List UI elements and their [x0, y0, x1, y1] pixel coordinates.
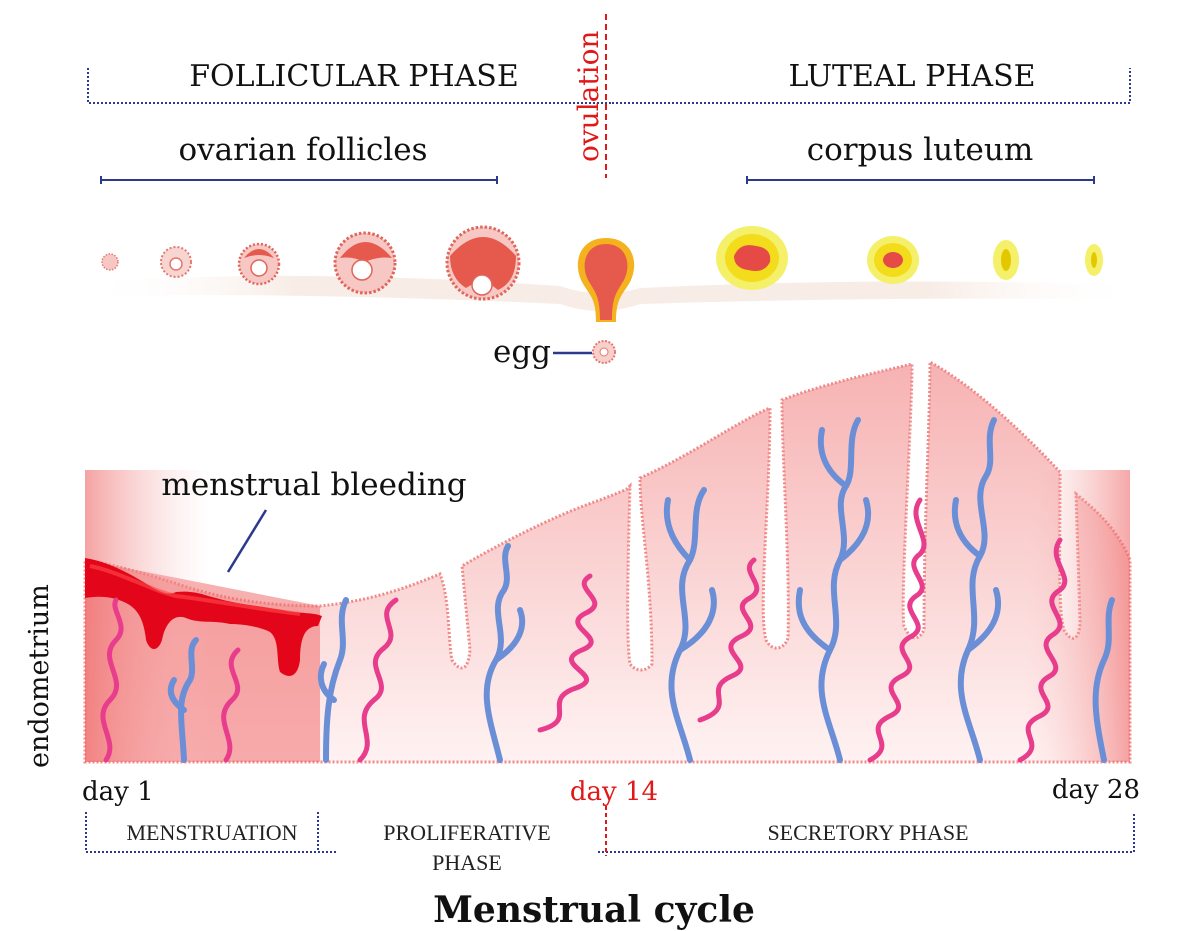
follicle-1 [101, 253, 119, 271]
ovarian-follicles-label: ovarian follicles [178, 132, 427, 168]
proliferative-label-line-1: PROLIFERATIVE [383, 820, 550, 845]
corpus-luteum-1 [716, 226, 788, 290]
corpus-luteum-2 [867, 236, 919, 284]
day-14-label: day 14 [570, 777, 658, 807]
menstrual-bleeding-pointer [226, 509, 268, 573]
ovarian-follicles-bracket [100, 176, 498, 184]
luteal-phase-bracket [612, 68, 1131, 104]
proliferative-label-line-2: PHASE [432, 850, 502, 875]
egg-label: egg [493, 334, 551, 370]
follicle-2 [160, 246, 192, 278]
luteal-phase-label: LUTEAL PHASE [788, 59, 1035, 94]
follicle-4 [333, 231, 397, 295]
follicular-phase-bracket [87, 68, 612, 104]
menstrual-blood-layer [85, 558, 322, 676]
follicle-3 [237, 242, 281, 286]
menstruation-bracket [85, 812, 336, 853]
menstruation-label: MENSTRUATION [126, 820, 297, 845]
menstrual-blood-highlight [89, 564, 301, 616]
egg-cell [592, 340, 616, 364]
corpus-luteum-label: corpus luteum [807, 132, 1033, 168]
menstrual-bleeding-label: menstrual bleeding [161, 467, 466, 503]
day-1-label: day 1 [82, 777, 154, 807]
secretory-bracket [598, 812, 1135, 853]
corpus-luteum-3 [993, 240, 1019, 280]
spiral-arteries [100, 497, 1068, 763]
endometrium-label: endometrium [24, 584, 55, 768]
follicular-phase-label: FOLLICULAR PHASE [189, 59, 519, 94]
day-28-label: day 28 [1052, 775, 1140, 805]
diagram-title: Menstrual cycle [433, 889, 755, 931]
secretory-phase-label: SECRETORY PHASE [767, 820, 968, 845]
follicle-5 [445, 225, 521, 301]
endometrial-veins [167, 417, 1115, 763]
corpus-luteum-bracket [746, 176, 1095, 184]
ovulating-follicle [577, 238, 635, 322]
ovulation-label: ovulation [572, 31, 605, 162]
corpus-luteum-4 [1085, 244, 1103, 276]
